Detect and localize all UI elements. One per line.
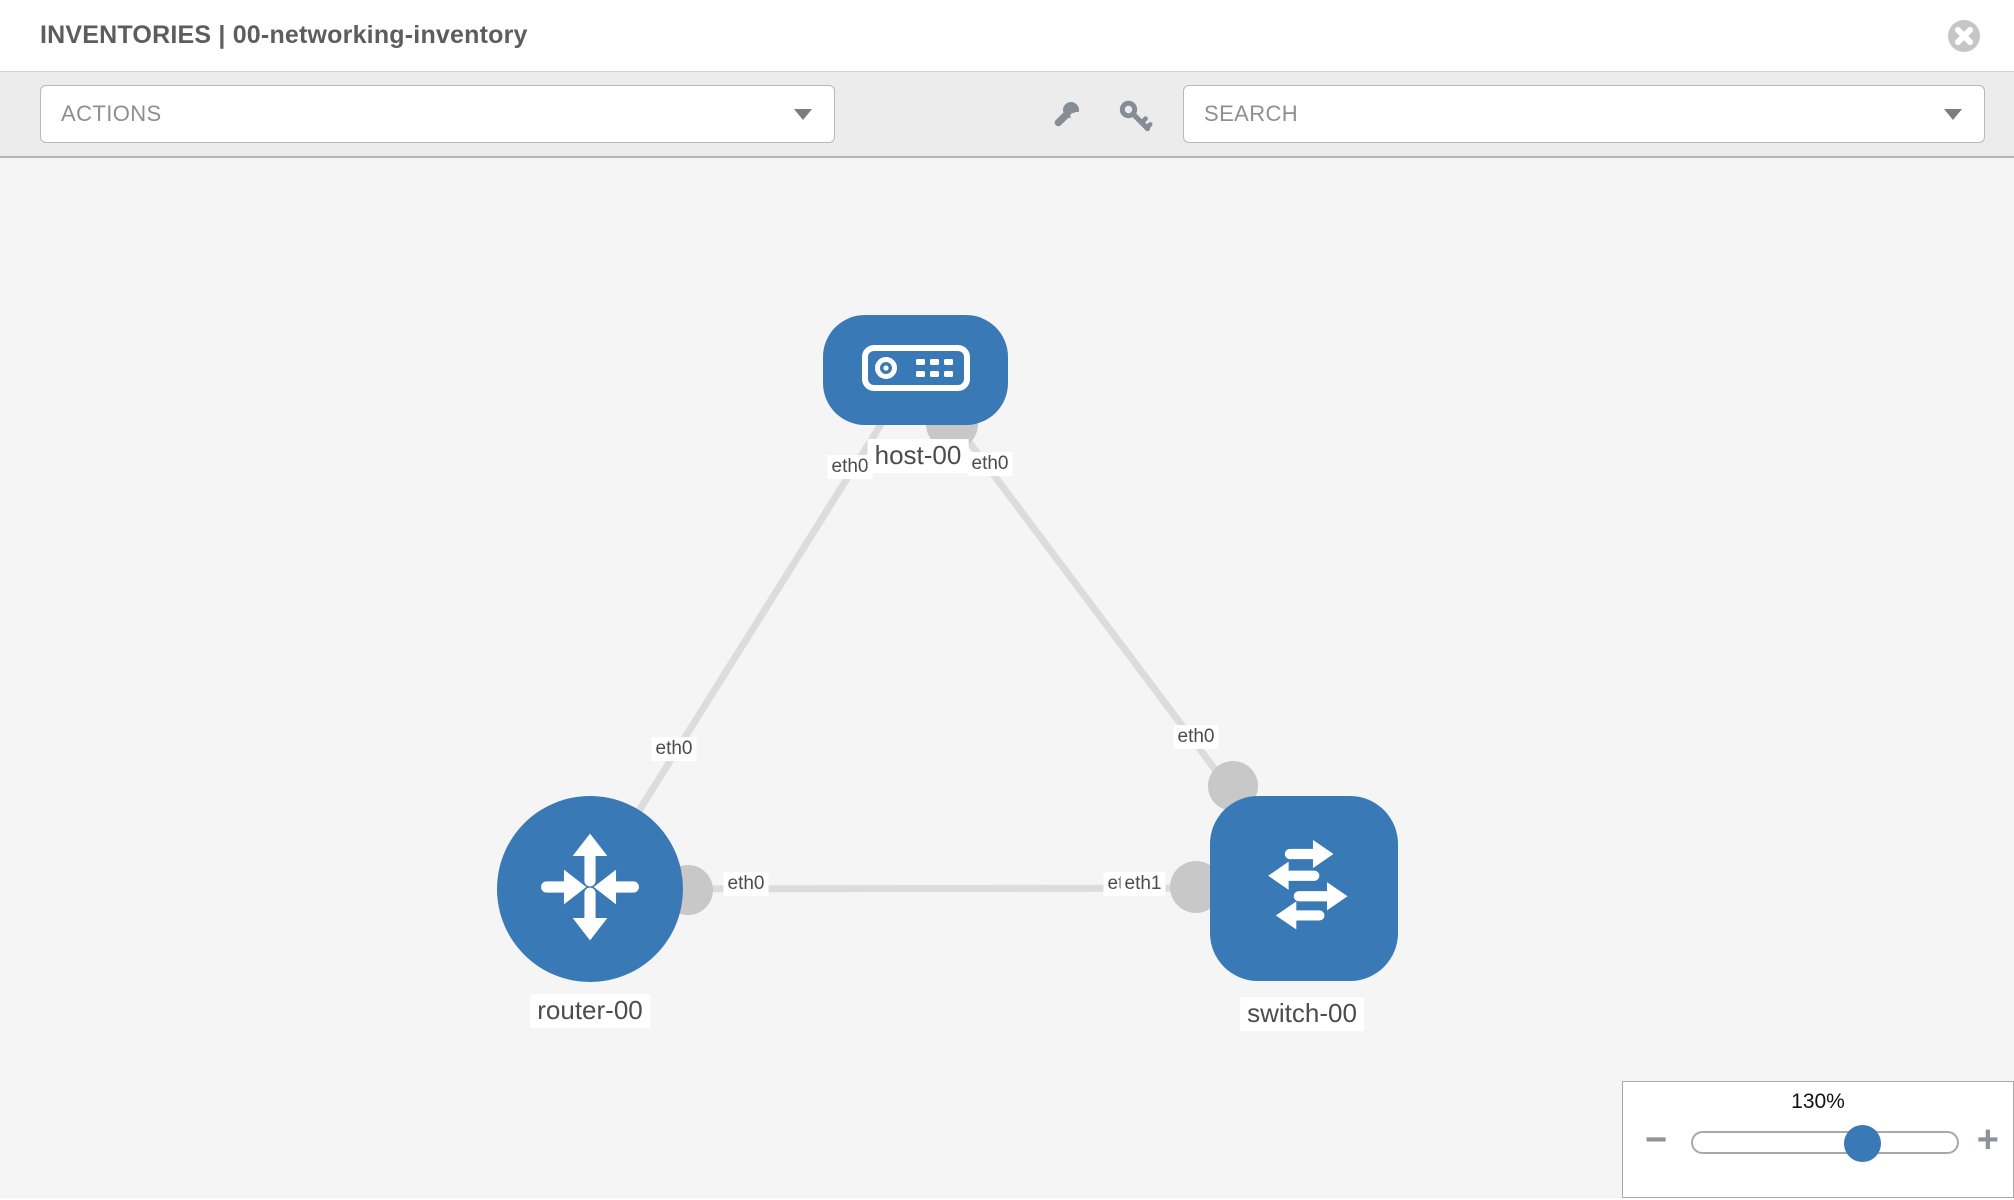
node-host-00[interactable] bbox=[823, 315, 1008, 425]
node-switch-00[interactable] bbox=[1210, 796, 1398, 981]
zoom-in-button[interactable]: + bbox=[1976, 1119, 1999, 1161]
modal-header: INVENTORIES | 00-networking-inventory bbox=[0, 0, 2014, 72]
zoom-level-value: 130% bbox=[1791, 1090, 1845, 1113]
chevron-down-icon bbox=[794, 109, 812, 120]
close-icon[interactable] bbox=[1946, 18, 1982, 54]
toolbar: ACTIONS SEARCH bbox=[0, 72, 2014, 158]
zoom-panel: 130% − + bbox=[1622, 1081, 2014, 1198]
key-icon[interactable] bbox=[1117, 98, 1153, 134]
router-arrows-icon bbox=[528, 825, 652, 954]
search-placeholder: SEARCH bbox=[1204, 101, 1299, 126]
actions-dropdown-label: ACTIONS bbox=[61, 101, 162, 126]
topology-links bbox=[587, 367, 1307, 893]
node-router-00[interactable] bbox=[497, 796, 683, 982]
switch-arrows-icon bbox=[1240, 822, 1368, 955]
iface-label: eth0 bbox=[827, 455, 873, 479]
iface-label: eth1 bbox=[1120, 872, 1166, 896]
iface-label: eth0 bbox=[723, 872, 769, 896]
server-icon bbox=[861, 344, 971, 397]
wrench-icon[interactable] bbox=[1047, 98, 1083, 134]
zoom-slider[interactable] bbox=[1691, 1124, 1959, 1162]
zoom-slider-handle[interactable] bbox=[1843, 1124, 1881, 1162]
iface-label: eth0 bbox=[967, 452, 1013, 476]
topology-canvas[interactable]: eth0 eth0 eth0 eth0 eth0 eth0 eth1 host-… bbox=[0, 158, 2014, 1198]
search-dropdown[interactable]: SEARCH bbox=[1183, 85, 1985, 143]
chevron-down-icon bbox=[1944, 109, 1962, 120]
iface-label: eth0 bbox=[1173, 725, 1219, 749]
node-label-host-00: host-00 bbox=[867, 439, 969, 473]
zoom-out-button[interactable]: − bbox=[1645, 1119, 1668, 1161]
iface-label: eth0 bbox=[651, 737, 697, 761]
node-label-switch-00: switch-00 bbox=[1240, 997, 1364, 1031]
page-title: INVENTORIES | 00-networking-inventory bbox=[40, 21, 528, 49]
actions-dropdown[interactable]: ACTIONS bbox=[40, 85, 835, 143]
node-label-router-00: router-00 bbox=[530, 994, 650, 1028]
